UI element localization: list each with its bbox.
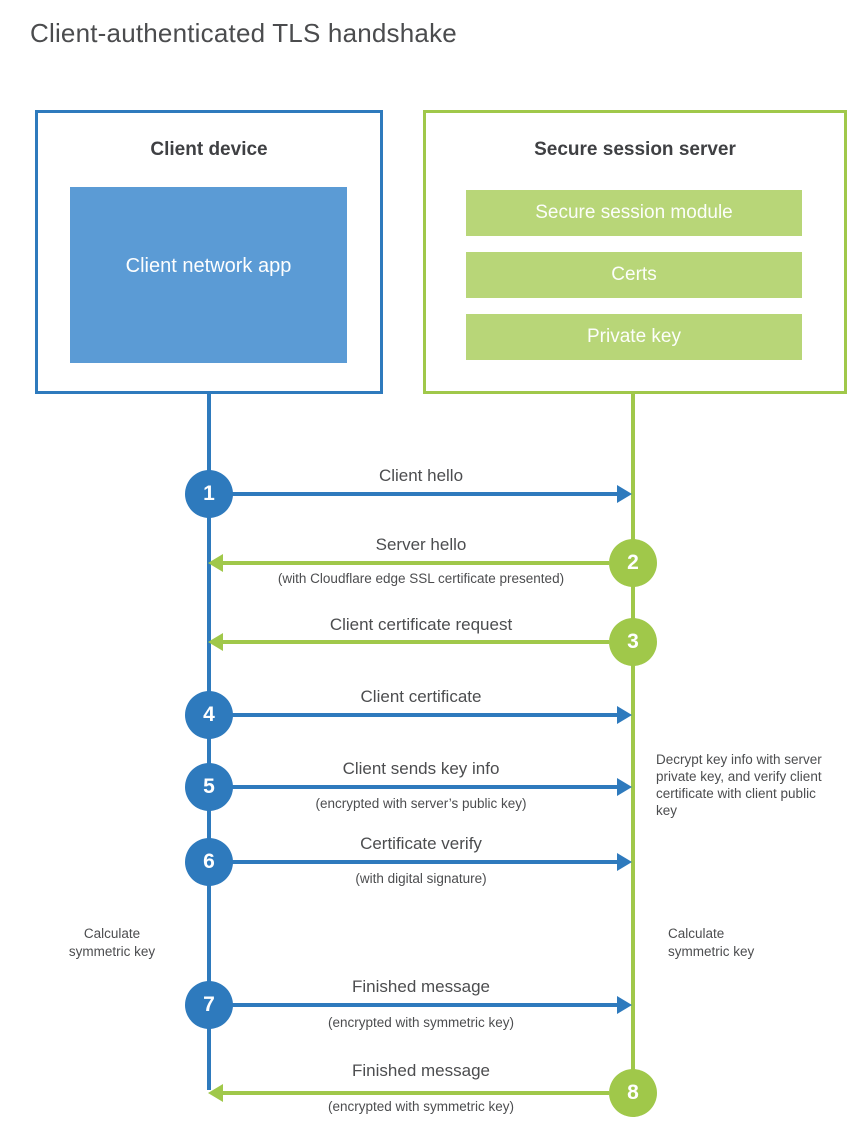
page-title: Client-authenticated TLS handshake xyxy=(30,18,457,48)
client-network-app-box: Client network app xyxy=(70,187,347,363)
arrow-left-client-certificate-request xyxy=(208,633,609,651)
arrow-right-finished-message xyxy=(231,996,632,1014)
message-subtitle-server-hello: (with Cloudflare edge SSL certificate pr… xyxy=(277,571,565,586)
client-device-title: Client device xyxy=(150,139,268,160)
message-label-client-sends-key-info: Client sends key info xyxy=(342,759,500,778)
secure-session-server-title: Secure session server xyxy=(534,139,736,160)
message-subtitle-client-sends-key-info: (encrypted with server’s public key) xyxy=(315,796,527,811)
arrow-right-client-certificate xyxy=(231,706,632,724)
step-circle-4: 4 xyxy=(185,691,233,739)
message-label-finished-message-server: Finished message xyxy=(352,1061,490,1080)
decrypt-key-note: Decrypt key info with server private key… xyxy=(656,752,822,818)
server-module-label: Secure session module xyxy=(535,202,733,223)
message-label-client-certificate-request: Client certificate request xyxy=(329,615,513,634)
arrowhead-left-icon xyxy=(208,633,223,651)
step-circle-3: 3 xyxy=(609,618,657,666)
arrow-right-client-hello xyxy=(231,485,632,503)
step-circle-1: 1 xyxy=(185,470,233,518)
step-circle-8: 8 xyxy=(609,1069,657,1117)
arrowhead-right-icon xyxy=(617,485,632,503)
message-subtitle-certificate-verify: (with digital signature) xyxy=(355,871,487,886)
message-label-finished-message-client: Finished message xyxy=(352,977,490,996)
server-module-label: Private key xyxy=(587,326,681,347)
message-label-client-hello: Client hello xyxy=(378,466,464,485)
client-device-box: Client device Client network app xyxy=(35,110,383,394)
arrow-left-server-hello xyxy=(208,554,609,572)
step-circle-2: 2 xyxy=(609,539,657,587)
arrowhead-left-icon xyxy=(208,554,223,572)
message-label-certificate-verify: Certificate verify xyxy=(360,834,482,853)
message-label-client-certificate: Client certificate xyxy=(360,687,482,706)
step-circle-6: 6 xyxy=(185,838,233,886)
secure-session-server-box: Secure session server Secure session mod… xyxy=(423,110,847,394)
server-module-label: Certs xyxy=(611,264,657,285)
arrowhead-right-icon xyxy=(617,996,632,1014)
arrow-right-certificate-verify xyxy=(231,853,632,871)
client-lifeline xyxy=(207,392,211,1090)
message-subtitle-finished-message-server: (encrypted with symmetric key) xyxy=(327,1099,515,1114)
server-module-private-key: Private key xyxy=(466,314,802,360)
server-module-certs: Certs xyxy=(466,252,802,298)
message-subtitle-finished-message-client: (encrypted with symmetric key) xyxy=(327,1015,515,1030)
calculate-symmetric-key-server: Calculate symmetric key xyxy=(668,926,755,959)
arrow-left-finished-message xyxy=(208,1084,609,1102)
arrowhead-right-icon xyxy=(617,853,632,871)
arrowhead-right-icon xyxy=(617,778,632,796)
message-label-server-hello: Server hello xyxy=(375,535,467,554)
arrow-right-client-sends-key-info xyxy=(231,778,632,796)
server-module-secure-session-module: Secure session module xyxy=(466,190,802,236)
arrowhead-right-icon xyxy=(617,706,632,724)
arrowhead-left-icon xyxy=(208,1084,223,1102)
client-network-app-label: Client network app xyxy=(125,255,292,277)
calculate-symmetric-key-client: Calculate symmetric key xyxy=(68,926,156,959)
step-circle-5: 5 xyxy=(185,763,233,811)
step-circle-7: 7 xyxy=(185,981,233,1029)
server-lifeline xyxy=(631,392,635,1093)
